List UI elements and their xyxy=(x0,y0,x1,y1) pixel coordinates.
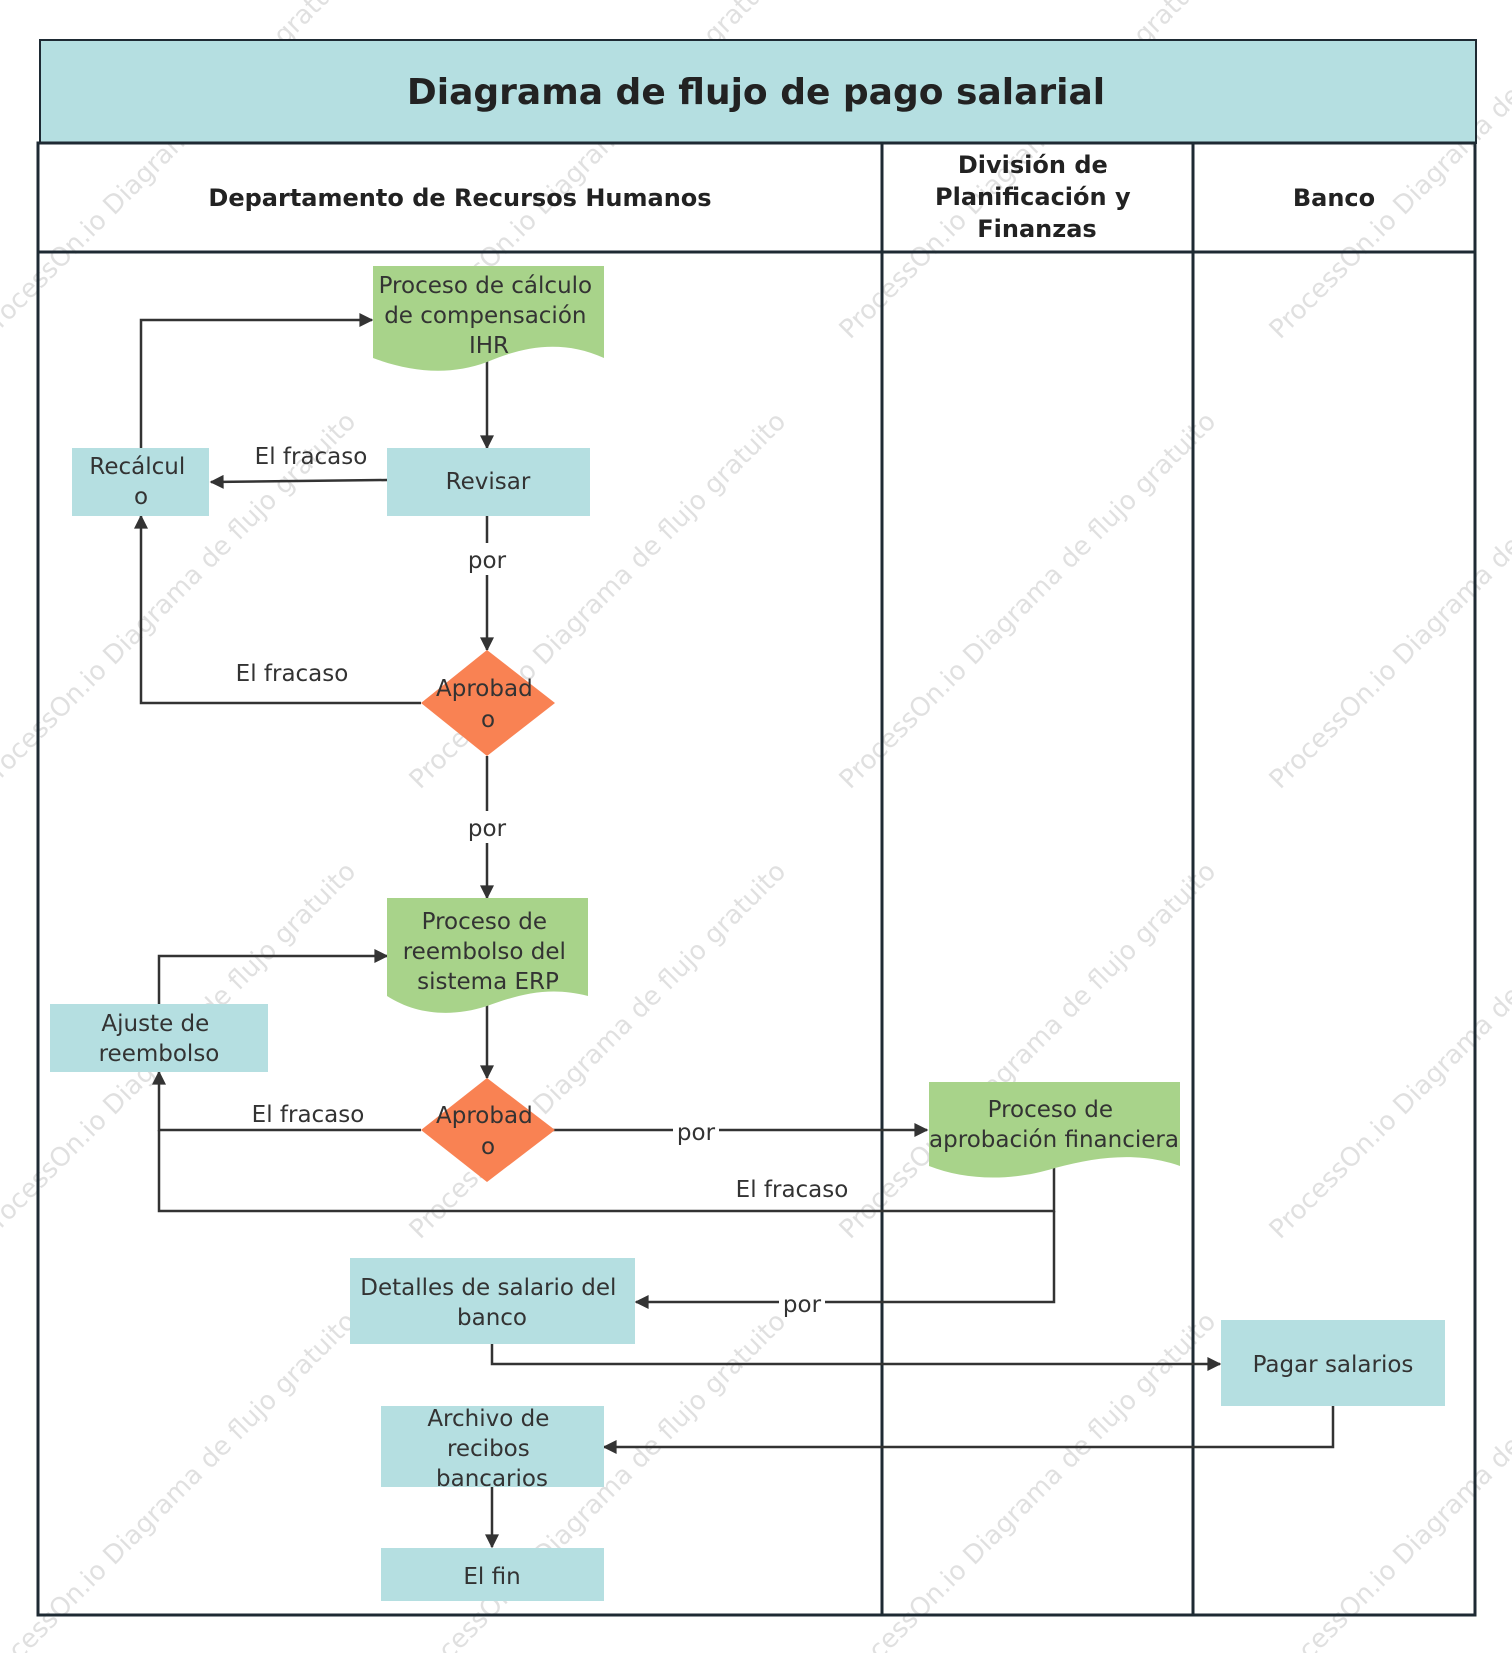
node-recalculation[interactable]: Recálcul o xyxy=(72,448,209,516)
decision-shape xyxy=(421,1078,555,1182)
process-shape xyxy=(1221,1320,1445,1406)
node-review[interactable]: Revisar xyxy=(387,448,590,516)
svg-text:Detalles de salario del: Detalles de salario del banco xyxy=(360,1275,624,1331)
pool: Diagrama de flujo de pago salarial Depar… xyxy=(36,39,1477,1617)
edge-label: El fracaso xyxy=(252,1102,365,1128)
edge-label: por xyxy=(677,1120,716,1146)
svg-text:Proceso de reembolso d: Proceso de reembolso del sistema ERP xyxy=(403,909,574,995)
title-bar xyxy=(39,39,1477,144)
node-bank-receipts-file[interactable]: Archivo de recibos bancarios xyxy=(381,1406,604,1492)
document-shape xyxy=(387,898,588,1013)
node-label: El fin xyxy=(463,1564,520,1590)
watermark-text: ProcessOn.io Diagrama de flujo gratuito xyxy=(834,857,1222,1245)
node-financial-approval[interactable]: Proceso de aprobación financiera xyxy=(929,1082,1180,1178)
edge-finance-to-salary xyxy=(634,1211,1056,1309)
lane-header-bank: Banco xyxy=(1293,184,1375,212)
svg-text:Proceso de aprobación: Proceso de aprobación financiera xyxy=(929,1097,1179,1153)
watermark-text: ProcessOn.io Diagrama de flujo gratuito xyxy=(834,407,1222,795)
edge-salary-to-pay xyxy=(490,1344,1222,1371)
edge-label: por xyxy=(783,1292,822,1318)
node-end[interactable]: El fin xyxy=(381,1548,604,1601)
edge-finance-to-adjust xyxy=(157,1130,1056,1213)
node-label: Pagar salarios xyxy=(1253,1352,1414,1378)
edge-adjust-to-erp xyxy=(157,949,389,1004)
process-shape xyxy=(50,1004,268,1072)
document-shape xyxy=(373,266,604,371)
svg-text:Ajuste de reembolso: Ajuste de reembolso xyxy=(99,1011,220,1067)
pool-border xyxy=(36,141,1477,1617)
svg-text:Proceso de cálculo de: Proceso de cálculo de compensación IHR xyxy=(379,273,600,359)
svg-text:Recálcul o: Recálcul o xyxy=(89,454,192,510)
process-shape xyxy=(381,1548,604,1601)
process-shape xyxy=(72,448,209,516)
edge-label: por xyxy=(468,816,507,842)
edge-label: El fracaso xyxy=(736,1177,849,1203)
watermark-text: ProcessOn.io Diagrama de flujo gratuito xyxy=(834,1307,1222,1653)
process-shape xyxy=(350,1258,635,1344)
nodes: Proceso de cálculo de compensación IHR R… xyxy=(50,266,1445,1601)
decision-shape xyxy=(421,650,555,756)
svg-text:Archivo de recibos: Archivo de recibos bancarios xyxy=(427,1406,556,1492)
lane-header-finance: División de Planificación y Finanzas xyxy=(935,151,1139,243)
process-shape xyxy=(381,1406,604,1487)
edge-label: El fracaso xyxy=(255,444,368,470)
edge-review-to-recalc xyxy=(209,474,388,489)
node-label: Revisar xyxy=(446,469,531,495)
diagram-title: Diagrama de flujo de pago salarial xyxy=(407,72,1105,113)
edge-label: El fracaso xyxy=(236,661,349,687)
edge-label: por xyxy=(468,548,507,574)
svg-text:Aprobad o: Aprobad o xyxy=(436,1103,540,1160)
node-approved-1[interactable]: Aprobad o xyxy=(421,650,555,756)
watermark-text: ProcessOn.io Diagrama de flujo gratuito xyxy=(0,1307,362,1653)
document-shape xyxy=(929,1082,1180,1178)
edge-pay-to-archive xyxy=(602,1406,1335,1454)
edges xyxy=(134,313,1335,1549)
node-pay-salaries[interactable]: Pagar salarios xyxy=(1221,1320,1445,1406)
edge-recalc-to-calc xyxy=(139,313,374,448)
lane-header-hr: Departamento de Recursos Humanos xyxy=(208,184,711,212)
node-reimbursement-adjustment[interactable]: Ajuste de reembolso xyxy=(50,1004,268,1072)
node-approved-2[interactable]: Aprobad o xyxy=(421,1078,555,1182)
node-compensation-calculation[interactable]: Proceso de cálculo de compensación IHR xyxy=(373,266,604,371)
svg-text:Aprobad o: Aprobad o xyxy=(436,676,540,733)
node-bank-salary-details[interactable]: Detalles de salario del banco xyxy=(350,1258,635,1344)
node-erp-reimbursement[interactable]: Proceso de reembolso del sistema ERP xyxy=(387,898,588,1013)
edge-labels: El fracaso por El fracaso por El fracaso… xyxy=(236,444,849,1318)
process-shape xyxy=(387,448,590,516)
edge-approved1-to-recalc xyxy=(134,514,421,705)
